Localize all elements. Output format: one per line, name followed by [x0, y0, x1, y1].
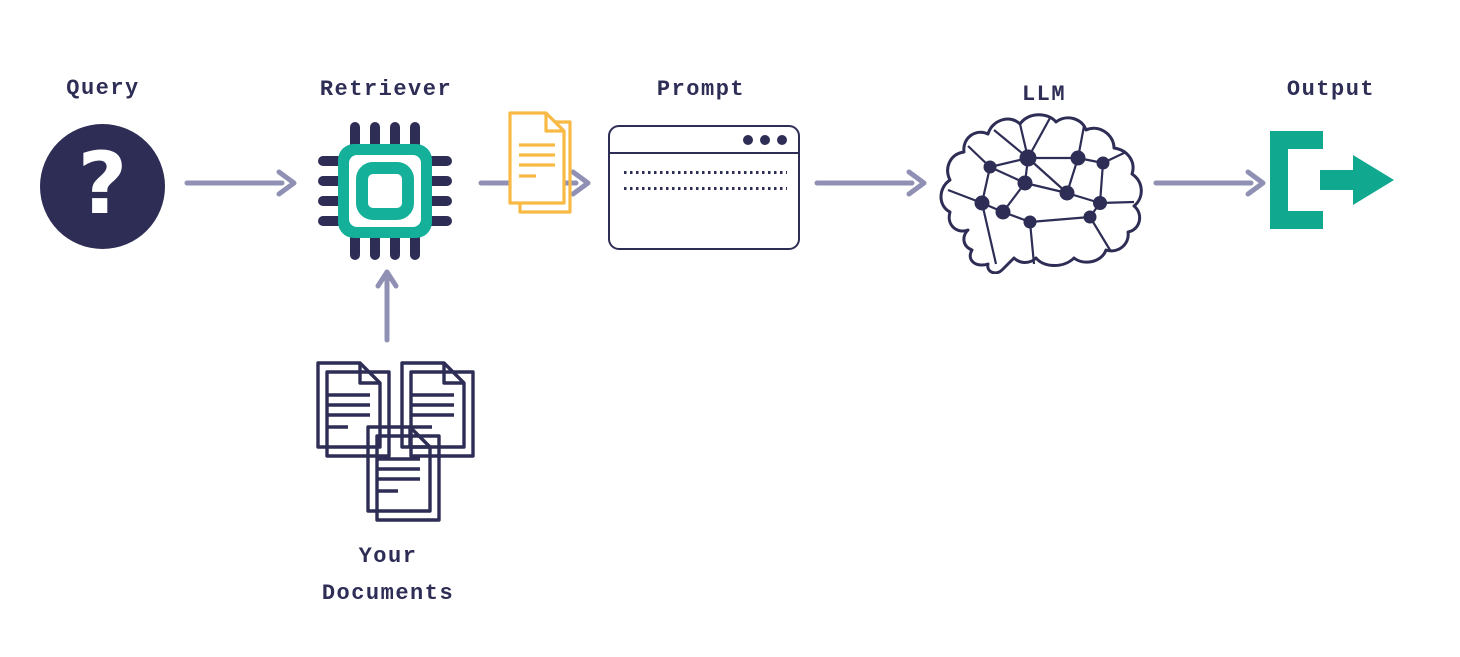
brain-network-icon — [939, 113, 1143, 274]
window-dot-icon — [743, 134, 753, 145]
retriever-label: Retriever — [319, 77, 453, 102]
documents-stack-icon — [316, 361, 475, 522]
query-label: Query — [66, 76, 140, 101]
arrow-llm-to-output — [1153, 169, 1266, 197]
question-mark-glyph: ? — [77, 133, 128, 234]
llm-label: LLM — [1021, 82, 1067, 107]
retrieved-documents-icon — [508, 111, 572, 214]
chip-icon — [318, 122, 452, 260]
window-dot-icon — [777, 134, 787, 145]
browser-window-icon — [608, 125, 800, 250]
browser-window-titlebar — [610, 127, 798, 154]
output-label: Output — [1286, 77, 1376, 102]
arrow-query-to-retriever — [184, 169, 297, 197]
arrow-documents-to-retriever — [375, 269, 399, 343]
prompt-text-line — [624, 171, 787, 174]
export-arrow-icon — [1270, 131, 1394, 229]
window-dot-icon — [760, 134, 770, 145]
arrow-prompt-to-llm — [814, 169, 927, 197]
question-mark-circle-icon: ? — [40, 124, 165, 249]
your-documents-label: Your Documents — [321, 544, 455, 606]
prompt-label: Prompt — [656, 77, 746, 102]
prompt-text-line — [624, 187, 787, 190]
